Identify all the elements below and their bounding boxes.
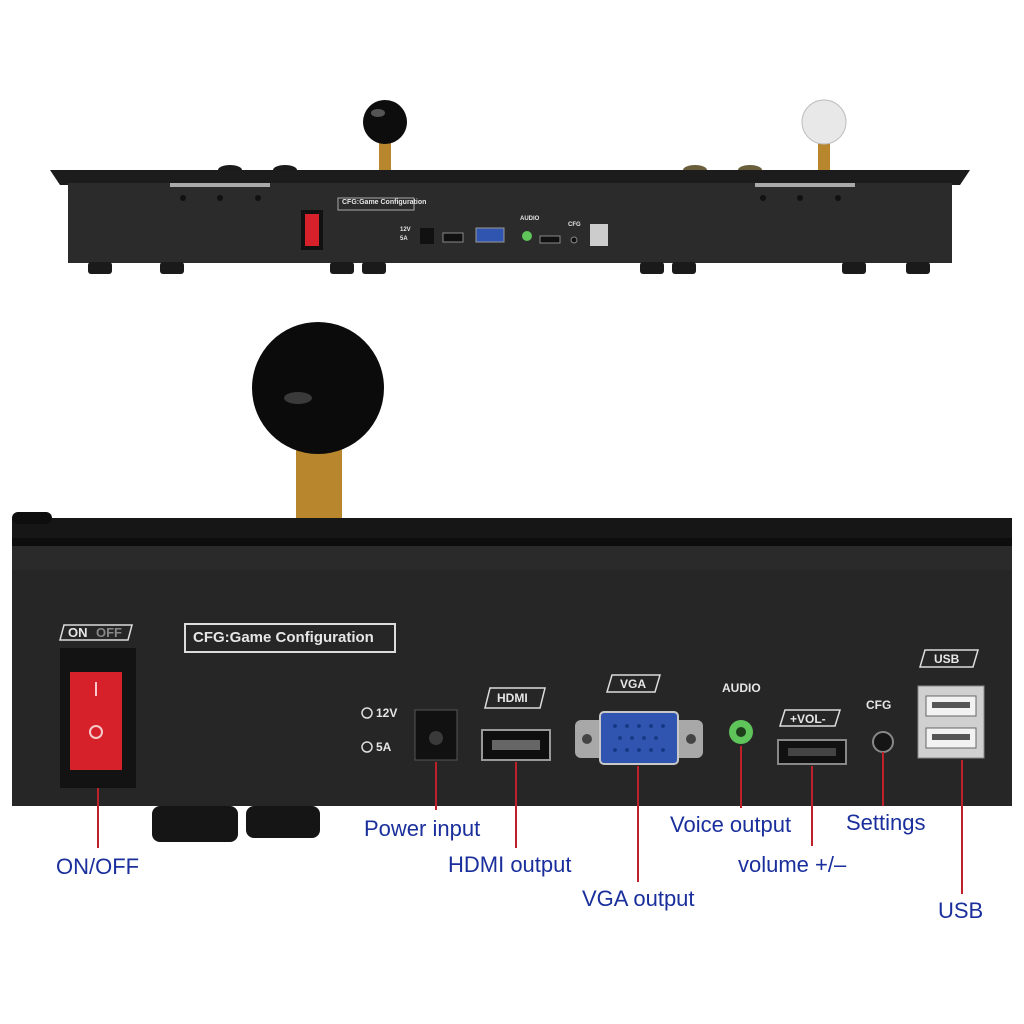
zoomed-panel-photo: ON OFF CFG:Game Configuration 12V 5A HDM… bbox=[0, 300, 1024, 860]
zoom-cfg-button bbox=[872, 731, 894, 753]
callout-on-off: ON/OFF bbox=[56, 854, 140, 879]
zoom-switch-tag-off: OFF bbox=[96, 625, 122, 640]
left-joystick-shaft bbox=[379, 140, 391, 174]
zoomed-panel-drawing bbox=[12, 322, 1012, 842]
right-joystick-ball bbox=[801, 99, 847, 145]
callout-vga-output: VGA output bbox=[582, 886, 695, 911]
zoom-cfg-box bbox=[184, 623, 396, 653]
zoom-foot-left bbox=[152, 806, 238, 842]
callout-hdmi-output: HDMI output bbox=[448, 852, 572, 877]
top-console-drawing bbox=[50, 99, 970, 274]
top-console-photo: CFG:Game Configuration 12V 5A AUDIO CFG bbox=[0, 0, 1024, 300]
top-plate bbox=[50, 170, 970, 185]
zoom-audio-label: AUDIO bbox=[722, 681, 761, 695]
zoom-switch-tag-on: ON bbox=[68, 625, 88, 640]
zoom-vga-tag: VGA bbox=[620, 677, 647, 691]
zoom-cfg-small-label: CFG bbox=[866, 698, 892, 712]
zoom-joystick-ball bbox=[252, 322, 384, 454]
top-cfg-small-label: CFG bbox=[568, 222, 581, 228]
zoom-top-plate bbox=[12, 518, 1012, 540]
zoom-5a-label: 5A bbox=[376, 740, 392, 754]
top-5a-label: 5A bbox=[400, 236, 408, 242]
top-console-body bbox=[68, 183, 952, 263]
left-joystick-ball bbox=[363, 100, 407, 144]
zoom-hdmi-tag: HDMI bbox=[497, 691, 528, 705]
callout-voice-output: Voice output bbox=[670, 812, 792, 837]
callout-settings: Settings bbox=[846, 810, 926, 835]
callout-power-input: Power input bbox=[364, 816, 481, 841]
top-audio-label: AUDIO bbox=[520, 216, 540, 222]
callout-usb: USB bbox=[938, 898, 984, 923]
right-joystick-shaft bbox=[818, 138, 830, 174]
top-cfg-label: CFG:Game Configuration bbox=[342, 199, 427, 206]
zoom-vol-tag: +VOL- bbox=[790, 712, 826, 726]
zoom-foot-right bbox=[246, 806, 320, 838]
top-12v-label: 12V bbox=[400, 227, 411, 233]
zoom-12v-label: 12V bbox=[376, 706, 398, 720]
zoom-usb-tag: USB bbox=[934, 652, 960, 666]
callout-volume: volume +/– bbox=[738, 852, 847, 877]
zoom-cfg-label: CFG:Game Configuration bbox=[193, 629, 374, 646]
zoom-vga-port bbox=[599, 711, 679, 765]
